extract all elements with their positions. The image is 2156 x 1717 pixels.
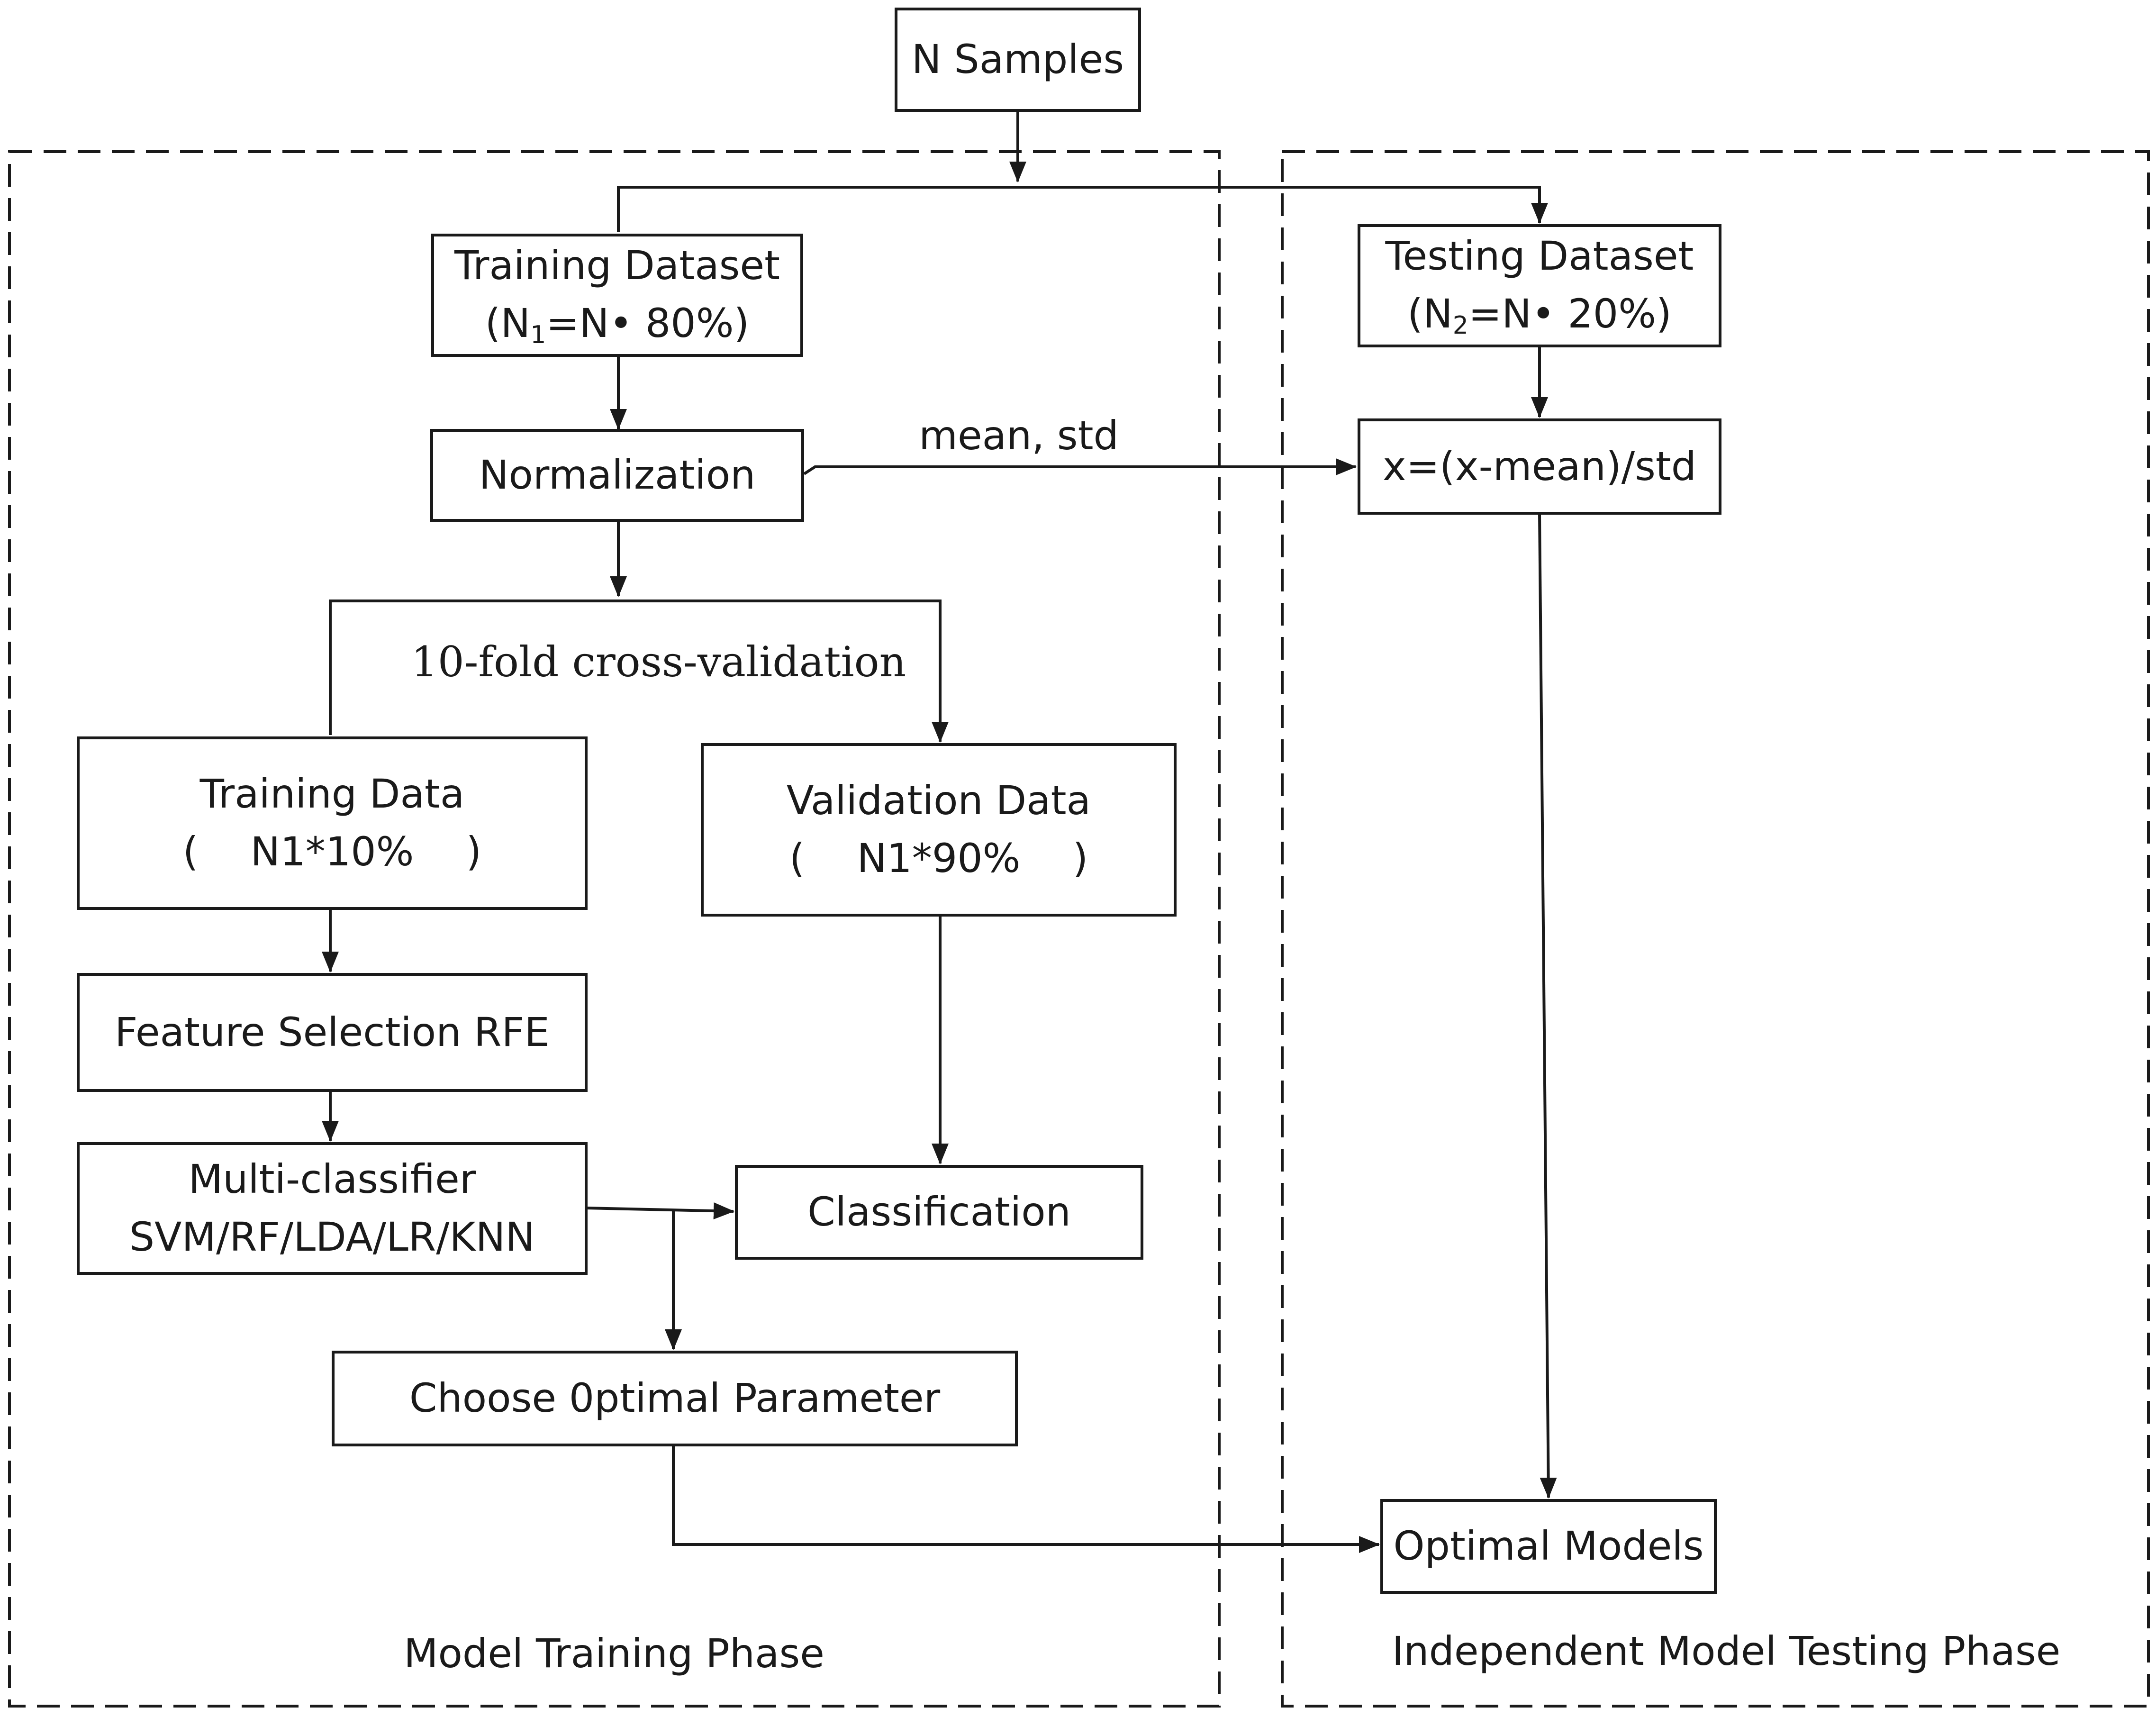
feature-selection-box: Feature Selection RFE — [77, 973, 588, 1092]
training-dataset-box: Training Dataset (N1=N• 80%) — [431, 234, 803, 357]
training-phase-frame — [8, 150, 1221, 1708]
testing-dataset-size: (N2=N• 20%) — [1407, 291, 1672, 340]
choose-parameter-label: Choose 0ptimal Parameter — [409, 1375, 941, 1422]
choose-parameter-box: Choose 0ptimal Parameter — [332, 1351, 1018, 1446]
split-connector — [617, 186, 1548, 232]
validation-data-title: Validation Data — [786, 777, 1091, 824]
normalization-box: Normalization — [430, 429, 804, 522]
mean-std-label: mean, std — [919, 412, 1119, 459]
arrow-classifier-classification — [586, 1202, 734, 1220]
multi-classifier-box: Multi-classifier SVM/RF/LDA/LR/KNN — [77, 1142, 588, 1275]
testing-phase-label: Independent Model Testing Phase — [1392, 1628, 2061, 1674]
normalization-label: Normalization — [479, 452, 756, 499]
standardize-label: x=(x-mean)/std — [1382, 443, 1697, 490]
arrow-parameter-models — [672, 1445, 1380, 1553]
n-samples-box: N Samples — [895, 8, 1141, 112]
cross-validation-label: 10-fold cross-validation — [411, 637, 906, 686]
arrow-standardize-models — [1538, 513, 1557, 1499]
training-phase-label: Model Training Phase — [404, 1630, 824, 1677]
feature-selection-label: Feature Selection RFE — [115, 1008, 550, 1055]
multi-classifier-methods: SVM/RF/LDA/LR/KNN — [129, 1214, 535, 1260]
testing-phase-frame — [1281, 150, 2150, 1708]
validation-data-box: Validation Data (N1*90%) — [701, 743, 1177, 917]
cv-split-connector — [329, 600, 949, 743]
training-data-size: (N1*10%) — [182, 828, 482, 875]
n-samples-label: N Samples — [911, 36, 1124, 83]
optimal-models-label: Optimal Models — [1393, 1523, 1704, 1570]
training-dataset-title: Training Dataset — [454, 242, 780, 289]
training-data-title: Training Data — [199, 771, 465, 818]
classification-box: Classification — [735, 1165, 1143, 1260]
arrow-mean-std — [803, 458, 1357, 475]
standardize-box: x=(x-mean)/std — [1358, 418, 1721, 515]
training-data-box: Training Data (N1*10%) — [77, 736, 588, 910]
validation-data-size: (N1*90%) — [789, 835, 1088, 881]
multi-classifier-title: Multi-classifier — [188, 1156, 476, 1203]
testing-dataset-box: Testing Dataset (N2=N• 20%) — [1358, 224, 1721, 347]
optimal-models-box: Optimal Models — [1380, 1499, 1717, 1594]
classification-label: Classification — [807, 1189, 1071, 1236]
training-dataset-size: (N1=N• 80%) — [485, 300, 750, 350]
testing-dataset-title: Testing Dataset — [1385, 233, 1694, 280]
